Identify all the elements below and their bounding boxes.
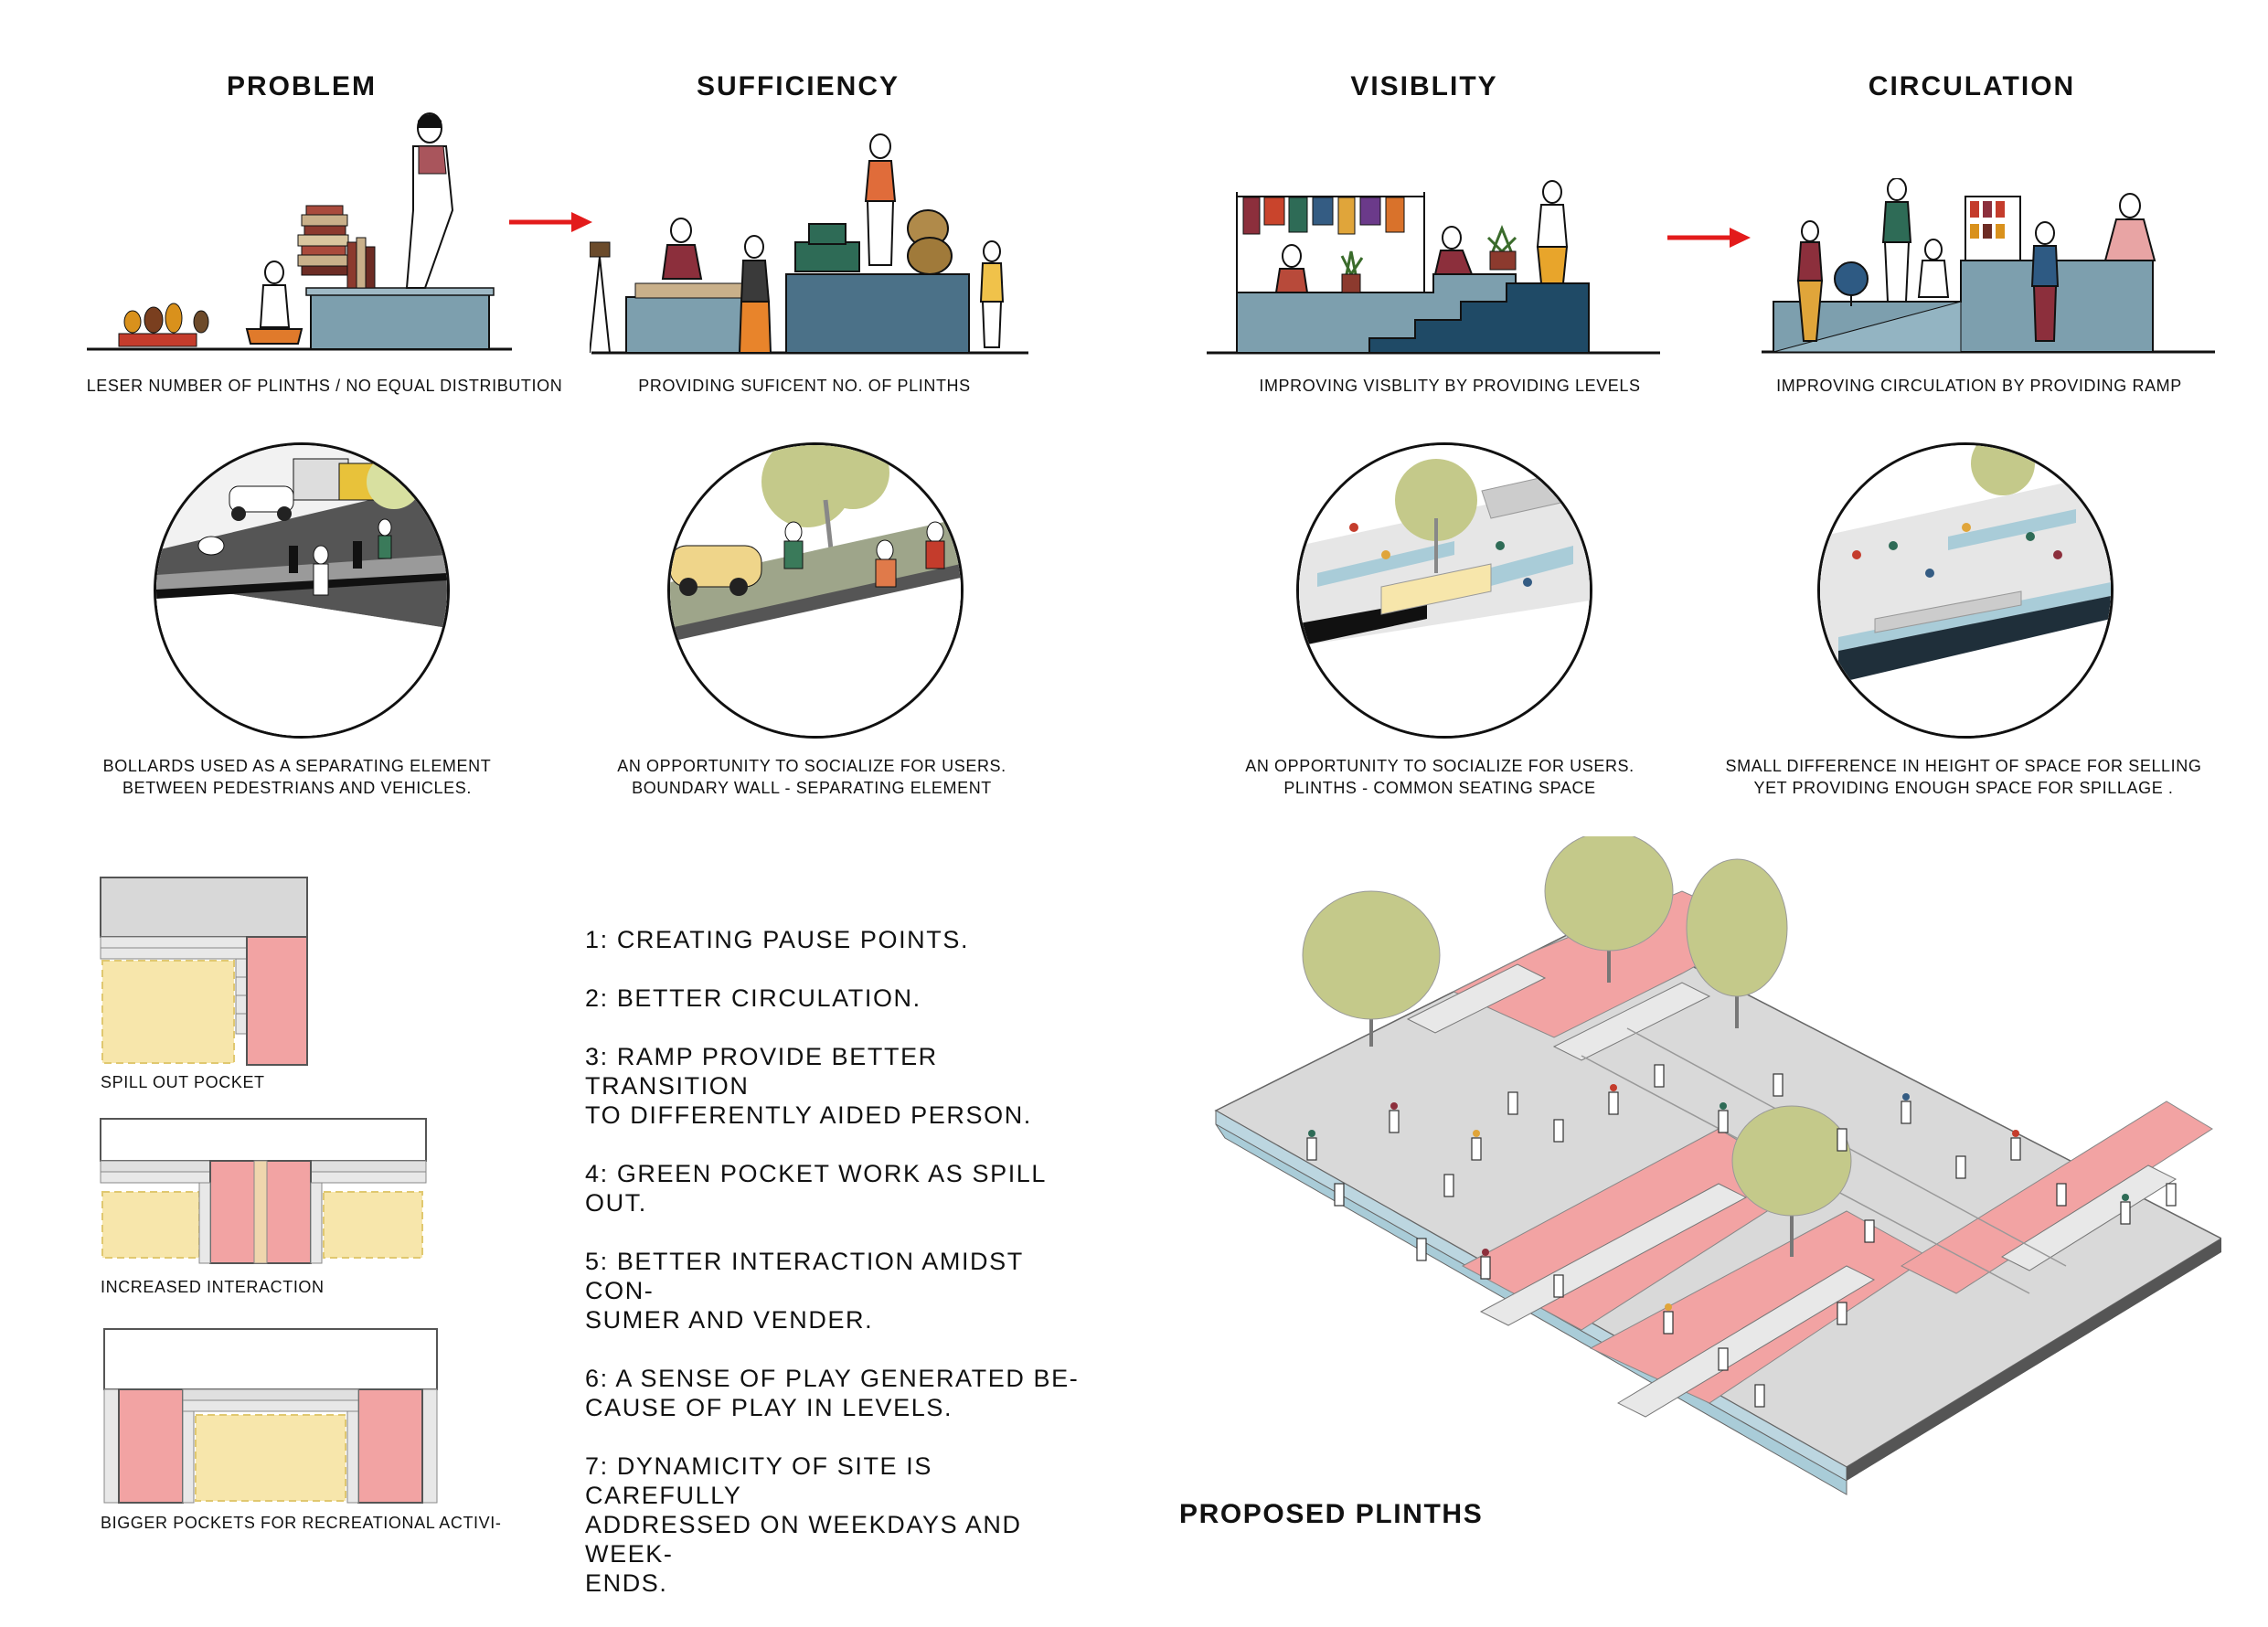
circle-caption-3-line2: PLINTHS - COMMON SEATING SPACE bbox=[1283, 779, 1596, 797]
caption-problem: LESER NUMBER OF PLINTHS / NO EQUAL DISTR… bbox=[86, 377, 563, 395]
vignette-common-seating bbox=[1296, 442, 1592, 739]
seated-woman-icon bbox=[2103, 193, 2156, 261]
customer-icon bbox=[738, 235, 772, 354]
people-color-icon bbox=[1308, 1084, 2129, 1311]
visibility-sketch bbox=[1207, 180, 1660, 355]
circle-caption-4: SMALL DIFFERENCE IN HEIGHT OF SPACE FOR … bbox=[1680, 755, 2247, 799]
caption-sufficiency: PROVIDING SUFICENT NO. OF PLINTHS bbox=[638, 377, 971, 395]
circle-caption-2: AN OPPORTUNITY TO SOCIALIZE FOR USERS. B… bbox=[528, 755, 1095, 799]
heading-visibility: VISIBLITY bbox=[1350, 71, 1498, 101]
pottery-icon bbox=[118, 303, 209, 347]
tree-icon bbox=[1302, 890, 1441, 1047]
customer-icon bbox=[1536, 180, 1569, 284]
tree-icon bbox=[1731, 1105, 1852, 1257]
circle-caption-3-line1: AN OPPORTUNITY TO SOCIALIZE FOR USERS. bbox=[1245, 757, 1634, 775]
point-2: 2: BETTER CIRCULATION. bbox=[585, 984, 921, 1012]
globe-icon bbox=[1834, 261, 1869, 306]
arrow-right-icon bbox=[509, 212, 592, 232]
circle-caption-3: AN OPPORTUNITY TO SOCIALIZE FOR USERS. P… bbox=[1156, 755, 1723, 799]
sufficiency-sketch bbox=[590, 133, 1028, 355]
seated-vendor-icon bbox=[245, 261, 303, 345]
increased-interaction-plan bbox=[100, 1118, 427, 1264]
pocket-label-interaction: INCREASED INTERACTION bbox=[101, 1278, 325, 1296]
shelf-icon bbox=[1965, 196, 2021, 261]
tripod-icon bbox=[590, 241, 611, 354]
tree-icon bbox=[1544, 836, 1674, 983]
seated-vendor-icon bbox=[661, 218, 703, 280]
machine-icon bbox=[794, 223, 860, 272]
vignette-boundary-wall bbox=[667, 442, 964, 739]
child-icon bbox=[979, 240, 1005, 348]
point-4: 4: GREEN POCKET WORK AS SPILL OUT. bbox=[585, 1160, 1047, 1217]
seated-vendor-icon bbox=[1917, 239, 1950, 298]
circle-caption-2-line1: AN OPPORTUNITY TO SOCIALIZE FOR USERS. bbox=[617, 757, 1006, 775]
circle-caption-1: BOLLARDS USED AS A SEPARATING ELEMENT BE… bbox=[14, 755, 580, 799]
pocket-label-spill-out: SPILL OUT POCKET bbox=[101, 1073, 265, 1091]
circulation-sketch bbox=[1762, 178, 2215, 354]
pocket-label-recreational: BIGGER POCKETS FOR RECREATIONAL ACTIVI- bbox=[101, 1514, 502, 1532]
clothesline-icon bbox=[1236, 192, 1425, 302]
circle-caption-1-line1: BOLLARDS USED AS A SEPARATING ELEMENT bbox=[102, 757, 492, 775]
customer-icon bbox=[1796, 220, 1824, 342]
design-points-list: 1: CREATING PAUSE POINTS. 2: BETTER CIRC… bbox=[585, 925, 1097, 1627]
circle-caption-2-line2: BOUNDARY WALL - SEPARATING ELEMENT bbox=[632, 779, 992, 797]
point-3: 3: RAMP PROVIDE BETTER TRANSITION TO DIF… bbox=[585, 1043, 1032, 1129]
proposed-plinths-axonometric bbox=[1214, 836, 2221, 1495]
vendor-icon bbox=[864, 133, 897, 266]
point-6: 6: A SENSE OF PLAY GENERATED BE- CAUSE O… bbox=[585, 1365, 1080, 1421]
point-7: 7: DYNAMICITY OF SITE IS CAREFULLY ADDRE… bbox=[585, 1452, 1022, 1597]
seated-woman-icon bbox=[1433, 226, 1474, 275]
circle-caption-4-line2: YET PROVIDING ENOUGH SPACE FOR SPILLAGE … bbox=[1753, 779, 2174, 797]
recreational-pocket-plan bbox=[103, 1328, 438, 1504]
heading-problem: PROBLEM bbox=[227, 71, 377, 101]
vendor-icon bbox=[1881, 178, 1912, 303]
circle-caption-4-line1: SMALL DIFFERENCE IN HEIGHT OF SPACE FOR … bbox=[1725, 757, 2202, 775]
caption-visibility: IMPROVING VISBLITY BY PROVIDING LEVELS bbox=[1259, 377, 1641, 395]
problem-sketch bbox=[87, 112, 512, 351]
basket-icon bbox=[907, 209, 953, 275]
books-icon bbox=[297, 205, 376, 289]
heading-sufficiency: SUFFICIENCY bbox=[696, 71, 900, 101]
people-icon bbox=[1306, 1064, 2177, 1408]
circle-caption-1-line2: BETWEEN PEDESTRIANS AND VEHICLES. bbox=[122, 779, 472, 797]
tree-icon bbox=[1686, 858, 1788, 1028]
caption-circulation: IMPROVING CIRCULATION BY PROVIDING RAMP bbox=[1776, 377, 2182, 395]
customer-icon bbox=[2030, 221, 2060, 342]
arrow-right-icon bbox=[1667, 228, 1751, 248]
vignette-ramp bbox=[1817, 442, 2114, 739]
heading-circulation: CIRCULATION bbox=[1868, 71, 2076, 101]
spill-out-pocket-plan bbox=[100, 877, 308, 1066]
seated-vendor-icon bbox=[1274, 244, 1309, 293]
plant-icon bbox=[1340, 224, 1517, 293]
point-5: 5: BETTER INTERACTION AMIDST CON- SUMER … bbox=[585, 1248, 1024, 1334]
point-1: 1: CREATING PAUSE POINTS. bbox=[585, 926, 970, 953]
proposed-plinths-title: PROPOSED PLINTHS bbox=[1179, 1499, 1484, 1529]
vignette-bollards bbox=[154, 442, 450, 739]
vendor-woman-icon bbox=[405, 112, 454, 289]
